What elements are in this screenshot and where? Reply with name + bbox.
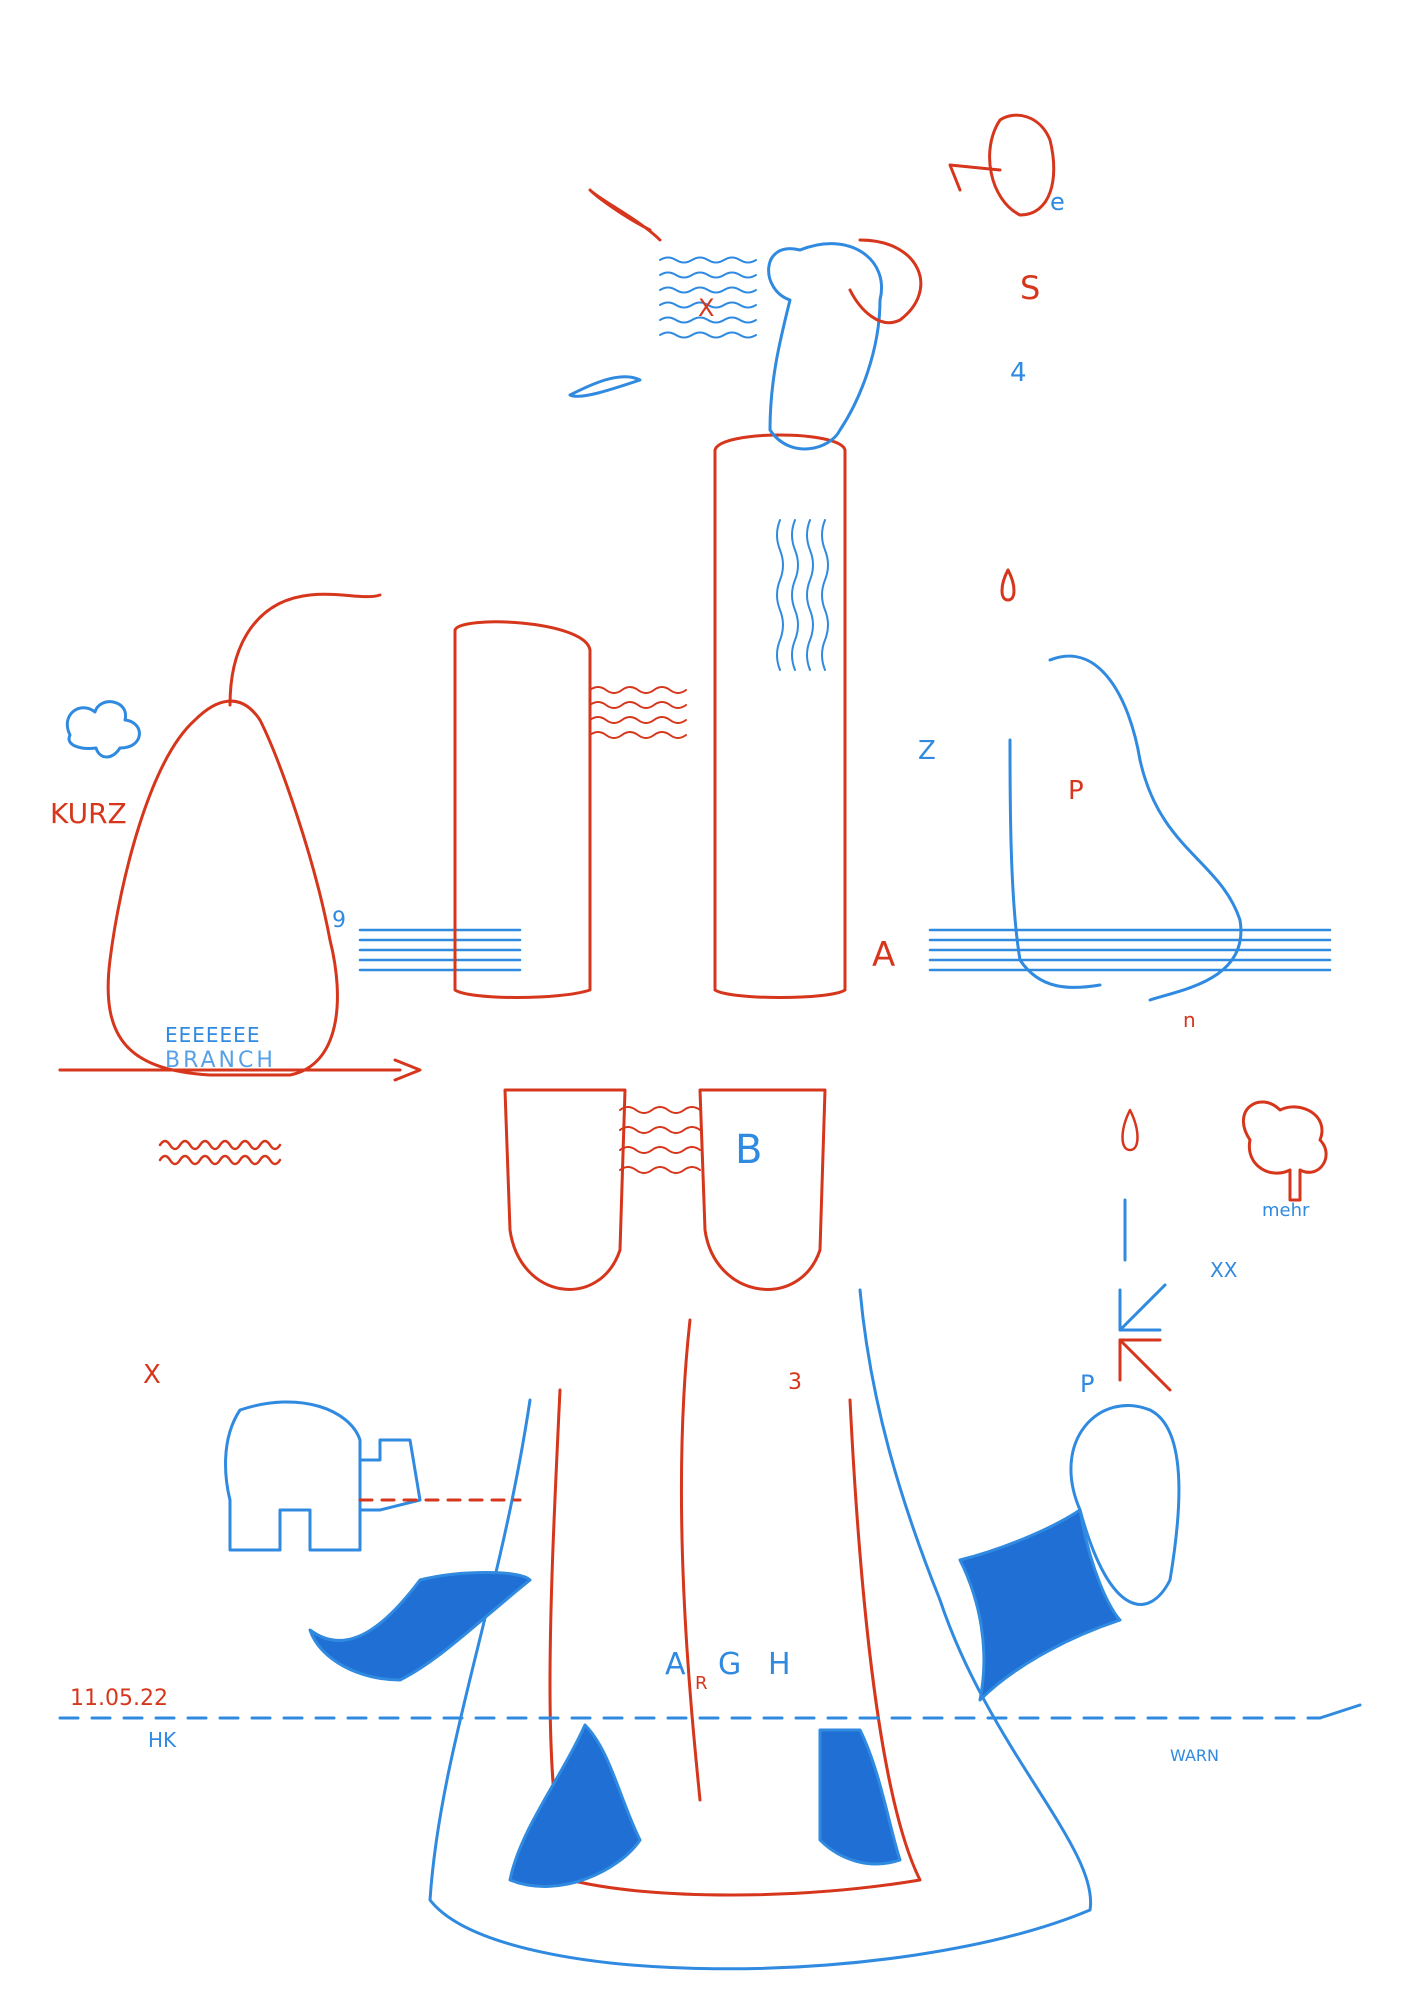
label-x-top: X <box>698 294 715 322</box>
left-blob <box>308 1571 532 1682</box>
label-p-right: P <box>1068 776 1084 806</box>
right-foot <box>818 1728 902 1866</box>
right-blob <box>958 1508 1122 1702</box>
label-date: 11.05.22 <box>70 1686 168 1711</box>
label-p-lower: P <box>1080 1370 1095 1398</box>
label-argh-h: H <box>768 1647 791 1682</box>
label-branch: BRANCH <box>165 1048 276 1073</box>
label-warn: WARN <box>1170 1746 1219 1765</box>
label-argh-g: G <box>718 1647 742 1682</box>
label-b-mid: B <box>735 1127 763 1173</box>
staff-lines <box>358 928 1332 972</box>
pear-shape <box>106 699 339 1077</box>
label-x-left: X <box>143 1360 161 1390</box>
label-a-mid: A <box>872 935 896 975</box>
left-foot <box>508 1723 642 1888</box>
label-z: Z <box>918 736 936 766</box>
label-s: S <box>1020 269 1041 307</box>
cloud-shape <box>65 700 141 759</box>
label-argh-a: A <box>665 1647 686 1682</box>
label-initials: HK <box>148 1728 177 1752</box>
label-n: n <box>1183 1008 1196 1032</box>
label-kurz: KURZ <box>50 797 127 830</box>
house-shape <box>224 1400 362 1552</box>
label-e: e <box>1050 188 1065 216</box>
label-four: 4 <box>1010 358 1027 388</box>
label-three: 3 <box>788 1370 802 1395</box>
label-mehr: mehr <box>1262 1200 1310 1221</box>
label-nine: 9 <box>332 908 346 933</box>
label-eeee: EEEEEEE <box>165 1023 261 1047</box>
label-xx: XX <box>1210 1258 1238 1282</box>
label-argh-r: R <box>695 1673 708 1694</box>
teapot-shape <box>988 113 1056 217</box>
